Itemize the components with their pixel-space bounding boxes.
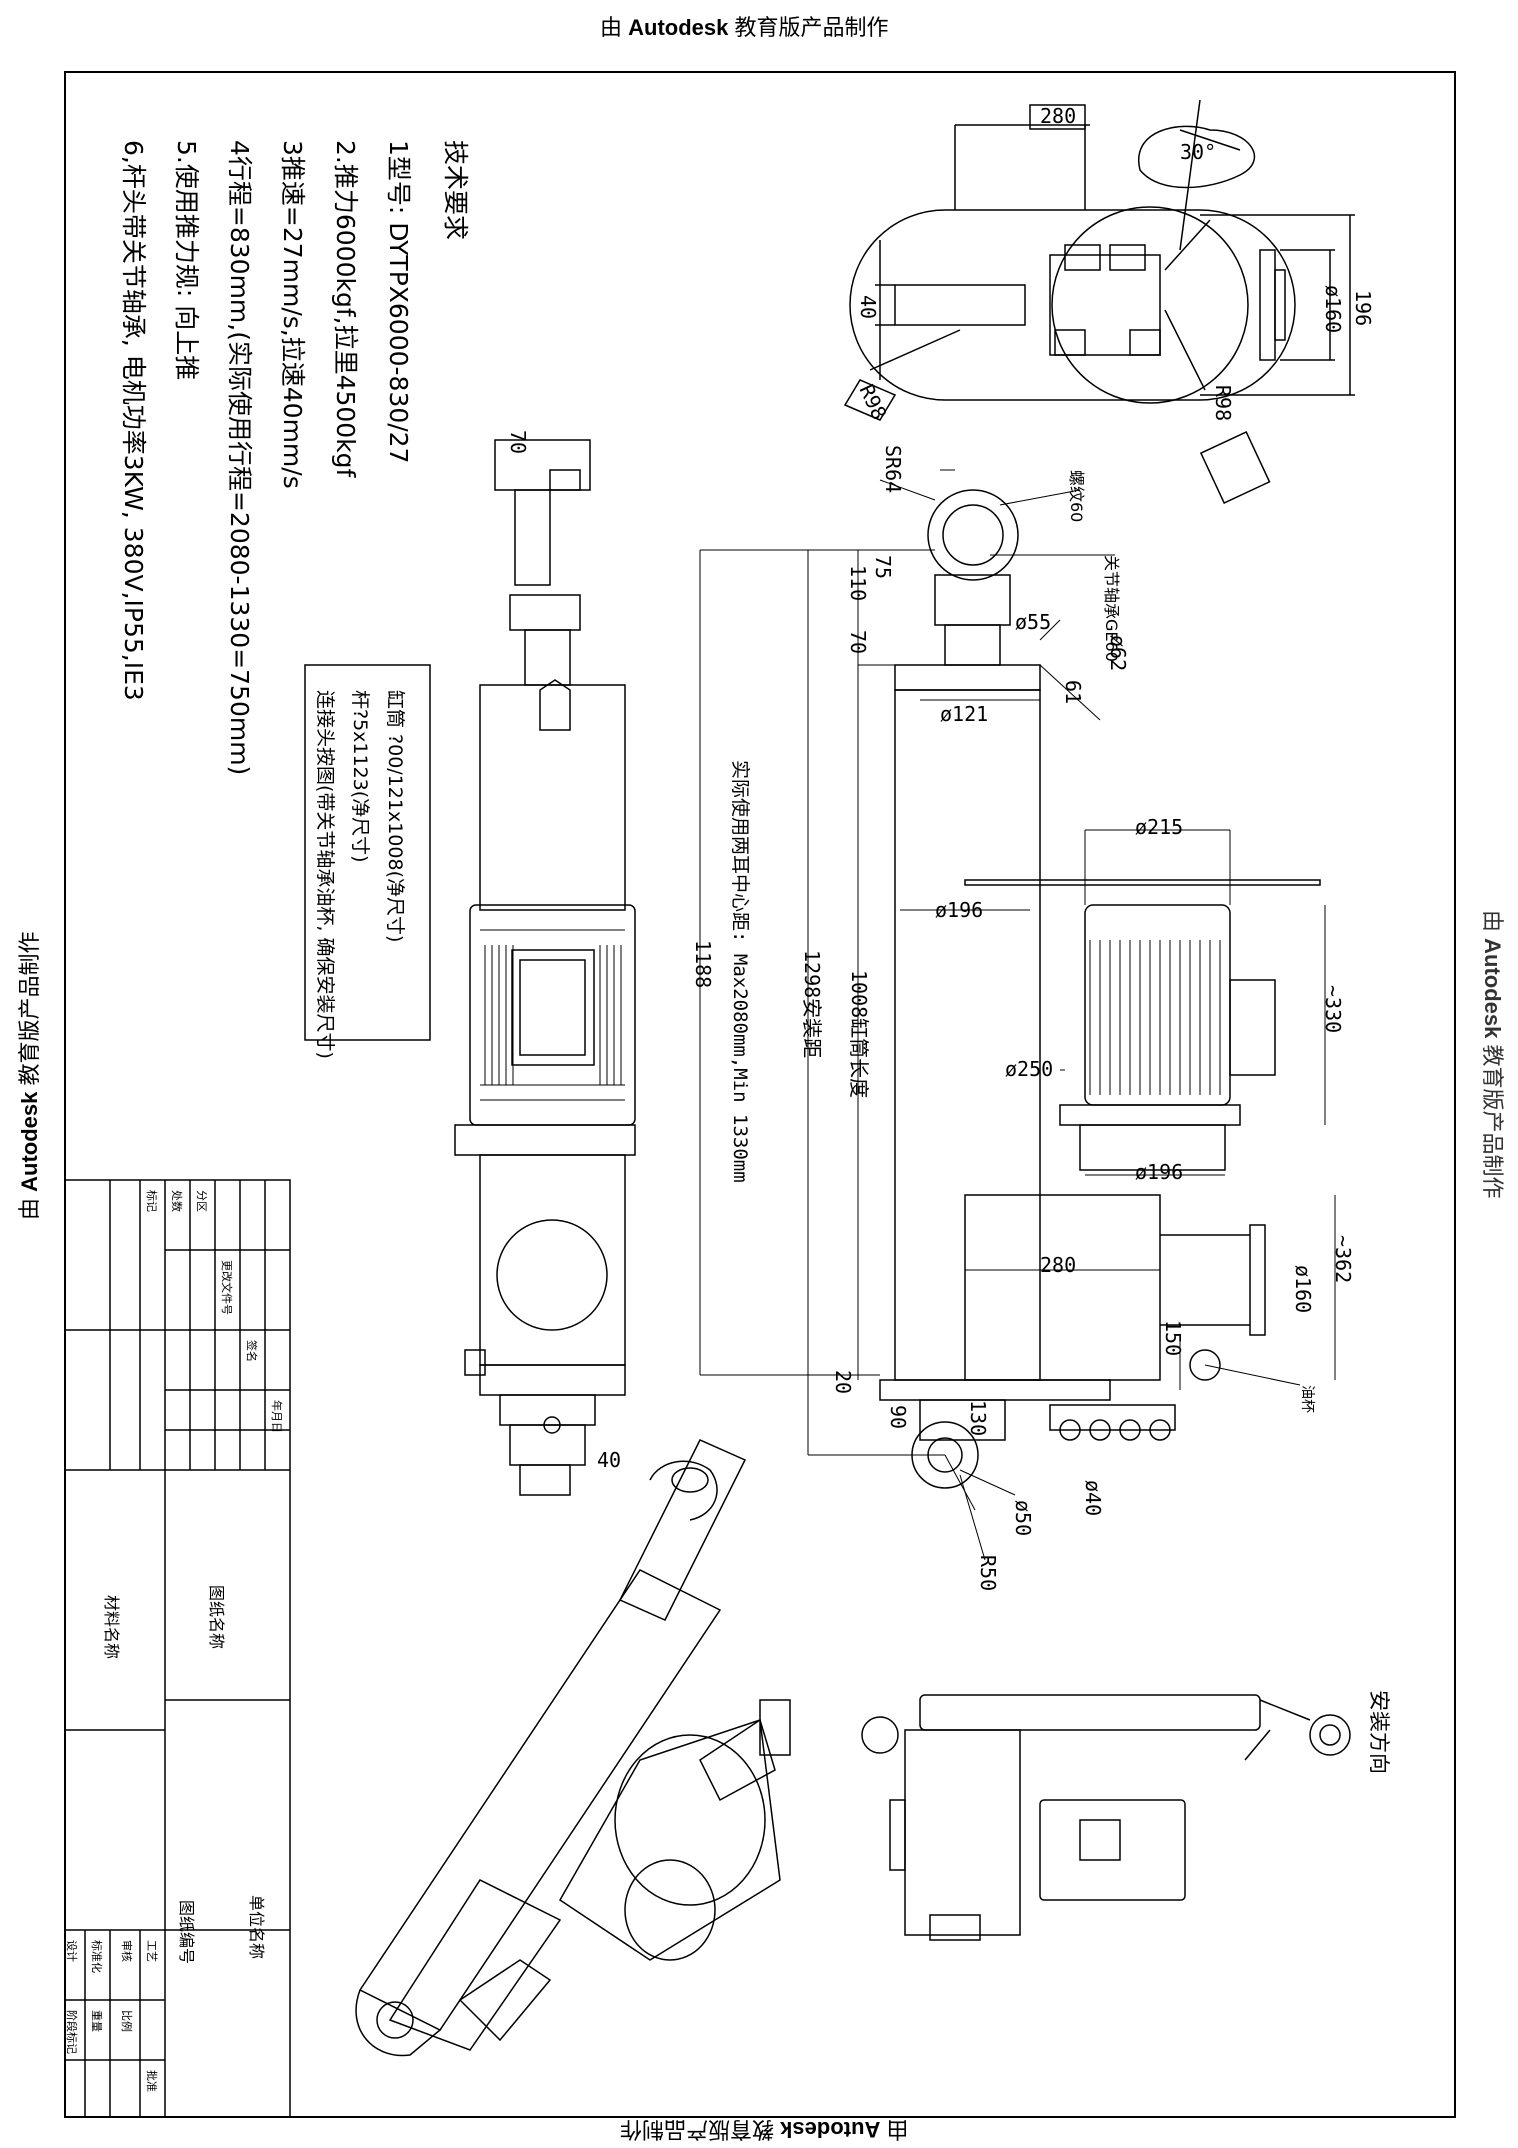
dim-330: ~330: [1321, 985, 1345, 1034]
dim-1298: 1298安装距: [800, 950, 824, 1059]
tb-row-0: 设计: [65, 1940, 78, 1962]
tb-mark-2: 分区: [195, 1190, 208, 1212]
tb-col-2: 比例: [120, 2010, 133, 2032]
tb-unit-name: 单位名称: [247, 1895, 266, 1960]
dim-250: ø250: [1005, 1057, 1054, 1081]
dim-110: 110: [846, 565, 870, 602]
motor-fins: [484, 945, 622, 1085]
front-view: [454, 439, 636, 1496]
tb-row-2: 审核: [120, 1940, 133, 1962]
dim-196-top: 196: [1351, 290, 1375, 327]
dim-70-left: 70: [506, 430, 530, 455]
tech-heading: 技术要求: [441, 140, 470, 241]
dim-55: ø55: [1015, 610, 1052, 634]
dim-121: ø121: [940, 702, 989, 726]
dim-r98-right: R98: [1211, 385, 1235, 422]
tb-row-4: 批准: [145, 2070, 158, 2092]
note-line-2: 杆?5x1123(净尺寸): [349, 690, 371, 863]
title-block: [64, 1179, 291, 2118]
dim-50: ø50: [1011, 1500, 1035, 1537]
side-motor-fins: [1089, 940, 1221, 1095]
dim-75: 75: [871, 555, 895, 580]
dim-196-mid: ø196: [935, 898, 984, 922]
tb-row-3: 工艺: [145, 1940, 158, 1962]
dim-bearing: 关节轴承GE60: [1102, 555, 1121, 662]
dim-280-low: 280: [1040, 1253, 1077, 1277]
dim-40-side: 40: [597, 1448, 622, 1472]
tb-col-0: 阶段标记: [65, 2010, 78, 2054]
dim-196-low: ø196: [1135, 1160, 1184, 1184]
dim-sr64: SR64: [881, 445, 905, 494]
dim-160-low: ø160: [1291, 1265, 1315, 1314]
tb-mark-4: 签名: [245, 1340, 258, 1362]
tb-mark-1: 处数: [170, 1190, 183, 1212]
isometric-view: [355, 1439, 791, 2057]
dim-20: 20: [831, 1370, 855, 1395]
top-view: [843, 99, 1355, 504]
dim-40-top: 40: [856, 295, 880, 320]
tb-drawing-no: 图纸编号: [177, 1900, 196, 1965]
dim-n60: 螺纹60: [1067, 470, 1086, 523]
tech-item-6: 6,杆头带关节轴承, 电机功率3KW, 380V,IP55,IE3: [119, 140, 148, 701]
tb-drawing-name: 图纸名称: [207, 1585, 226, 1650]
install-view: [861, 1694, 1351, 1941]
dim-160-top: ø160: [1321, 285, 1345, 334]
tb-mark-5: 年月日: [270, 1400, 283, 1433]
tb-material-name: 材料名称: [102, 1595, 121, 1660]
dim-r50: R50: [976, 1555, 1000, 1592]
note-line-3: 连接头按图(带关节轴承油杯, 确保安装尺寸): [314, 690, 336, 1059]
note-box-frame: [304, 664, 431, 1041]
dim-center-note: 实际使用两耳中心距: Max2080mm,Min 1330mm: [729, 760, 751, 1183]
tech-item-2: 2.推力6000kgf,拉里4500kgf: [331, 140, 360, 478]
tb-row-1: 标准化: [90, 1940, 103, 1973]
dim-40-low: ø40: [1081, 1480, 1105, 1517]
dim-90: 90: [886, 1405, 910, 1430]
tech-item-3: 3推速=27mm/s,拉速40mm/s: [278, 140, 307, 489]
dim-280-top: 280: [1040, 104, 1077, 128]
watermark-top: 由 Autodesk 教育版产品制作: [600, 15, 889, 40]
drawing-frame: [64, 71, 1456, 2118]
dim-150: 150: [1161, 1320, 1185, 1357]
side-view: [699, 469, 1336, 1561]
note-line-1: 缸筒 ?00/121x1008(净尺寸): [384, 690, 406, 943]
dim-362: ~362: [1331, 1235, 1355, 1284]
install-direction: 安装方向: [1367, 1690, 1391, 1774]
tb-mark-3: 更改文件号: [220, 1260, 233, 1315]
dim-130: 130: [966, 1400, 990, 1437]
tech-item-4: 4行程=830mm,(实际使用行程=2080-1330=750mm): [225, 140, 254, 776]
tb-col-1: 重量: [90, 2010, 103, 2032]
dim-angle-30: 30°: [1180, 140, 1217, 164]
dim-oil-cup: 油杯: [1299, 1385, 1315, 1413]
dim-70-side: 70: [846, 630, 870, 655]
tech-item-1: 1型号: DYTPX6000-830/27: [384, 140, 413, 464]
dim-1188: 1188: [691, 940, 715, 989]
dim-1008: 1008缸筒长度: [847, 970, 871, 1099]
tech-item-5: 5.使用推力规: 向上推: [172, 140, 201, 381]
dim-61: 61: [1061, 680, 1085, 705]
tb-mark-0: 标记: [145, 1190, 158, 1212]
dim-215: ø215: [1135, 815, 1184, 839]
